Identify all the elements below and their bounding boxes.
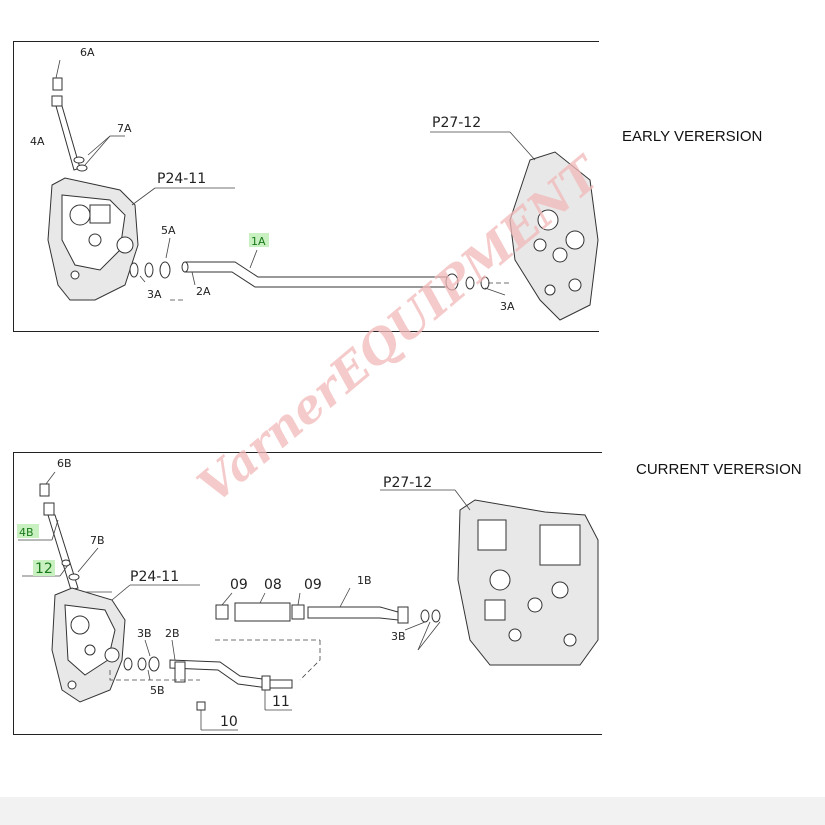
early-left-housing	[47, 177, 139, 301]
callout-09-right: 09	[304, 577, 322, 593]
callout-4a: 4A	[30, 135, 45, 148]
callout-3b-left: 3B	[137, 627, 152, 640]
callout-2a: 2A	[196, 285, 211, 298]
callout-08: 08	[264, 577, 282, 593]
callout-p24-11: P24-11	[157, 171, 206, 187]
current-version-label: CURRENT VERERSION	[636, 461, 802, 478]
callout-3a-left: 3A	[147, 288, 162, 301]
current-right-housing	[457, 499, 599, 666]
callout-2b: 2B	[165, 627, 180, 640]
current-pipe-11	[169, 659, 293, 691]
early-tube-assembly	[51, 77, 88, 172]
current-upper-pipes	[215, 602, 409, 624]
current-left-housing	[51, 587, 126, 703]
callout-1b: 1B	[357, 574, 372, 587]
callout-6a: 6A	[80, 46, 95, 59]
callout-4b: 4B	[19, 526, 34, 539]
watermark-logo: VarnerEQUIPMENT	[187, 144, 612, 513]
current-diagram: 6B 4B 7B 12 P24-11 09 08 09 1B P27-12 3B…	[17, 457, 599, 731]
callout-6b: 6B	[57, 457, 72, 470]
callout-1a: 1A	[251, 235, 266, 248]
early-right-housing	[509, 151, 599, 321]
callout-5a: 5A	[161, 224, 176, 237]
current-bolt-10	[196, 701, 206, 718]
callout-09-left: 09	[230, 577, 248, 593]
early-pipe-1a	[181, 261, 459, 291]
callout-7b: 7B	[90, 534, 105, 547]
early-diagram: 6A 7A 4A P24-11 5A 1A 3A 2A P27-12 3A	[30, 46, 599, 321]
early-version-label: EARLY VERERSION	[622, 128, 763, 145]
callout-3a-right: 3A	[500, 300, 515, 313]
callout-p27-12: P27-12	[383, 475, 432, 491]
callout-p24-11: P24-11	[130, 569, 179, 585]
bottom-strip	[0, 797, 825, 825]
callout-10: 10	[220, 714, 238, 730]
early-seals	[129, 261, 490, 290]
callout-5b: 5B	[150, 684, 165, 697]
current-seals	[123, 609, 441, 672]
callout-p27-12: P27-12	[432, 115, 481, 131]
callout-11: 11	[272, 694, 290, 710]
callout-3b-right: 3B	[391, 630, 406, 643]
callout-7a: 7A	[117, 122, 132, 135]
current-tube-assembly	[39, 483, 80, 591]
callout-12: 12	[35, 561, 53, 577]
